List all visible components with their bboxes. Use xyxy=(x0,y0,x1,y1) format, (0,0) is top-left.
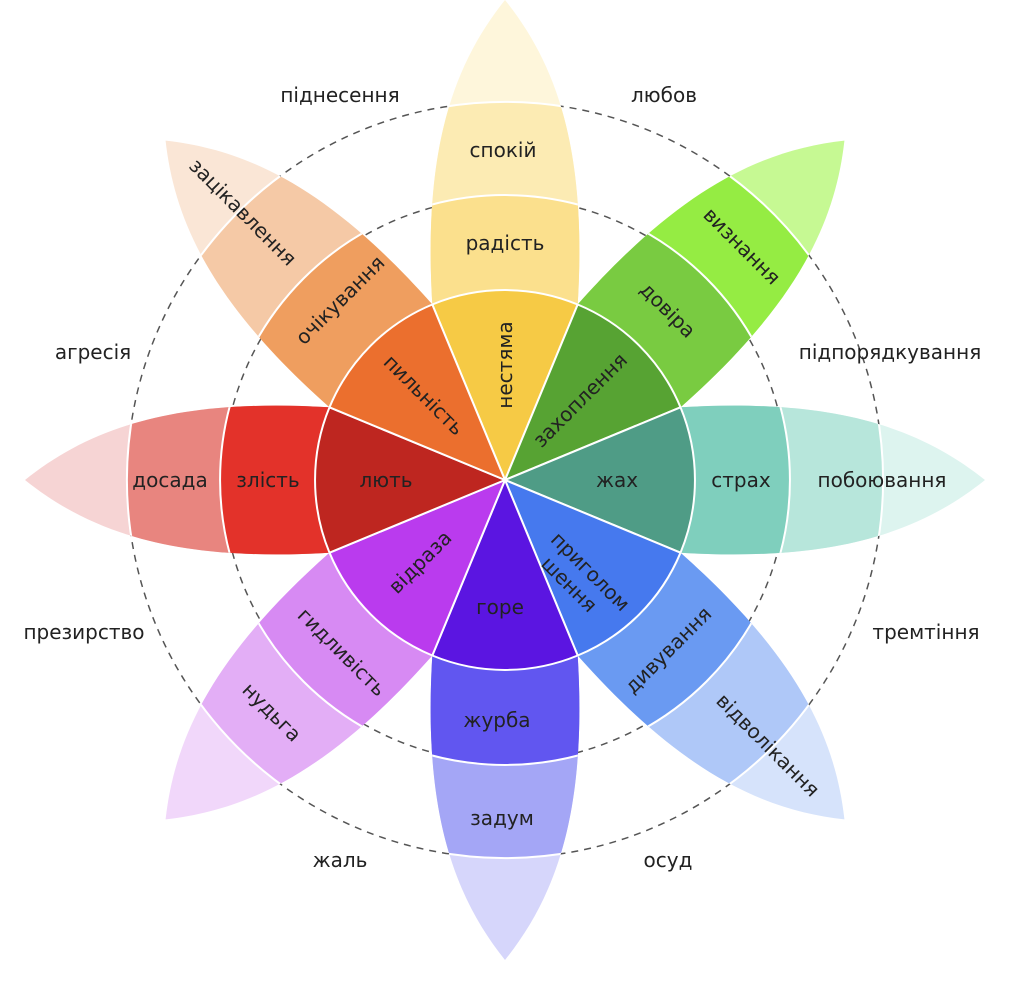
dyad-label: любов xyxy=(631,83,697,107)
petal-anticipation xyxy=(165,140,433,408)
petal-joy xyxy=(430,0,580,305)
dyad-label: піднесення xyxy=(280,83,399,107)
band-separator xyxy=(430,751,580,766)
dyad-label: агресія xyxy=(55,340,131,364)
band-separator xyxy=(219,405,234,555)
label-anger-outer: досада xyxy=(132,468,207,492)
petal-trust-core xyxy=(504,303,682,481)
petal-sadness-mid-band xyxy=(430,655,580,765)
petal-joy-core xyxy=(431,289,579,481)
label-joy-core: нестяма xyxy=(493,321,517,408)
band-separator xyxy=(252,613,372,733)
petal-joy-mid-band xyxy=(430,195,580,305)
petal-fear-core xyxy=(504,406,696,554)
dyad-label: тремтіння xyxy=(872,620,979,644)
dyad-label: презирство xyxy=(23,620,144,644)
petal-disgust xyxy=(165,552,433,820)
band-separator xyxy=(430,194,580,209)
label-fear-core: жах xyxy=(596,468,638,492)
petal-anger xyxy=(25,405,330,555)
petal-anger-core xyxy=(314,406,506,554)
petal-fear-mid-band xyxy=(680,405,790,555)
dyad-label: жаль xyxy=(313,848,368,872)
band-separator xyxy=(252,227,372,347)
label-sadness-mid: журба xyxy=(463,708,530,732)
dyad-label: підпорядкування xyxy=(799,340,981,364)
petal-fear xyxy=(680,405,985,555)
petal-trust xyxy=(577,140,845,408)
petal-sadness-core xyxy=(431,479,579,671)
petal-surprise-core xyxy=(504,479,682,657)
petal-surprise xyxy=(577,552,845,820)
label-fear-mid: страх xyxy=(711,468,771,492)
label-joy-mid: радість xyxy=(466,231,545,255)
petal-anticipation-core xyxy=(328,303,506,481)
label-sadness-core: горе xyxy=(476,595,524,619)
band-separator xyxy=(776,405,791,555)
label-sadness-outer: задум xyxy=(470,806,534,830)
band-separator xyxy=(638,227,758,347)
label-anger-mid: злість xyxy=(236,468,299,492)
label-joy-outer: спокій xyxy=(470,138,537,162)
petal-anger-mid-band xyxy=(220,405,330,555)
petals xyxy=(25,0,985,960)
dyad-labels: піднесення любов підпорядкування тремтін… xyxy=(23,83,981,872)
label-fear-outer: побоювання xyxy=(818,468,947,492)
band-separator xyxy=(638,613,758,733)
petal-sadness xyxy=(430,655,580,960)
petal-disgust-core xyxy=(328,479,506,657)
label-anger-core: лють xyxy=(359,468,412,492)
dyad-label: осуд xyxy=(644,848,693,872)
